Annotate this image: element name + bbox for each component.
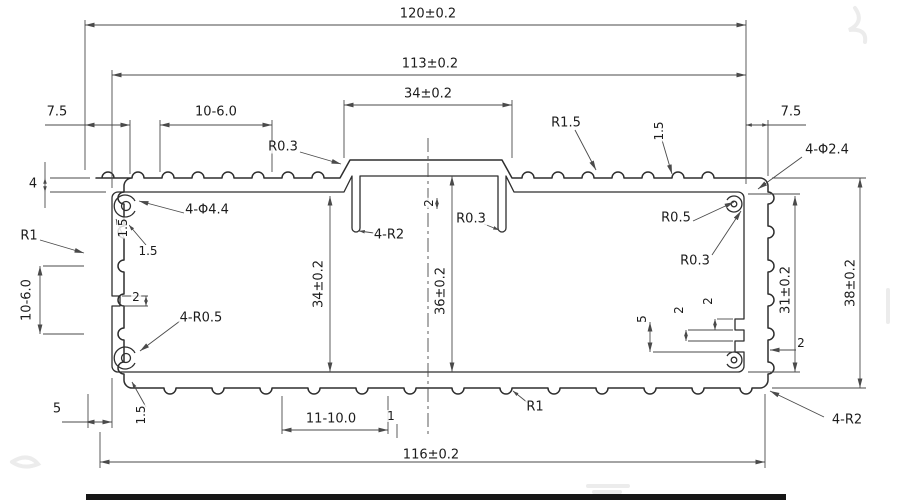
dim-2-right-b: 2: [701, 296, 715, 306]
leader-r1-5: [574, 129, 597, 171]
holes-4-dia-2-4: 4-Φ2.4: [804, 142, 850, 158]
dim-height-36: 36±0.2: [433, 265, 449, 317]
leader-1-5-top-right: [661, 139, 673, 175]
radius-r0-3-top: R0.3: [267, 139, 299, 155]
holes-4-dia-4-4: 4-Φ4.4: [184, 202, 230, 218]
dim-height-38: 38±0.2: [843, 257, 859, 309]
leader-4-r0-5: [139, 320, 181, 352]
inner-cavity-path: [111, 175, 745, 373]
dim-1-5-boss-a: 1.5: [116, 217, 130, 239]
leader-dia-4-4: [138, 200, 185, 214]
dim-rib-pitch-left: 10-6.0: [19, 278, 35, 322]
boss-top-right: [726, 195, 743, 213]
radius-4-r0-5: 4-R0.5: [178, 310, 224, 326]
radius-4-r2-fins: 4-R2: [372, 227, 406, 243]
radius-r0-3-right: R0.3: [679, 253, 711, 269]
screw-hole-top-left: [120, 200, 132, 212]
extension-lines: [43, 20, 866, 468]
leader-1-5-boss-b: [128, 224, 147, 246]
leader-lines: [39, 129, 825, 418]
leader-1-5-bottom: [131, 381, 147, 408]
dim-2-right-a: 2: [672, 305, 686, 315]
leader-r0-5-right: [692, 201, 735, 222]
screw-hole-bottom-left: [120, 352, 132, 364]
dim-overall-width-bottom: 116±0.2: [401, 447, 461, 463]
watermark: [10, 6, 890, 494]
scan-artifact: [86, 494, 786, 500]
radius-4-r2-corner: 4-R2: [830, 412, 864, 428]
dim-2-right-wall: 2: [796, 336, 806, 350]
leader-r0-3-top: [299, 151, 342, 165]
leader-r1-left: [39, 239, 85, 254]
leader-r0-3-right: [711, 210, 742, 256]
dim-2-left-tab: 2: [131, 290, 141, 304]
dim-width-113: 113±0.2: [400, 56, 460, 72]
dim-5-right: 5: [635, 314, 649, 324]
screw-hole-bottom-right: [730, 356, 738, 364]
dim-wall-4: 4: [27, 176, 39, 192]
dim-height-34: 34±0.2: [311, 258, 327, 310]
dim-1-5-bottom: 1.5: [134, 404, 148, 426]
radius-r0-3-center: R0.3: [455, 211, 487, 227]
radius-r0-5-right: R0.5: [660, 210, 692, 226]
dim-slot-pitch-bottom: 11-10.0: [304, 411, 358, 427]
dim-5-bottom-left: 5: [51, 401, 63, 417]
dim-7-5-left: 7.5: [45, 104, 69, 120]
leader-dia-2-4: [757, 156, 803, 190]
dim-2-center: 2: [422, 198, 436, 208]
dim-1-bottom: 1: [386, 409, 396, 423]
leader-4-r2-corner: [769, 390, 825, 418]
boss-top-left: [113, 194, 136, 218]
dim-1-5-boss-b: 1.5: [137, 244, 159, 258]
leader-4-r2-fins: [358, 229, 375, 234]
dim-1-5-top-right: 1.5: [652, 120, 666, 142]
inner-profile: [111, 175, 745, 373]
dim-overall-width: 120±0.2: [398, 6, 458, 22]
dim-7-5-right: 7.5: [779, 104, 803, 120]
radius-r1-bottom: R1: [525, 399, 545, 415]
dimension-lines: [37, 22, 863, 465]
outer-profile-path: [95, 159, 775, 395]
radius-r1-left: R1: [19, 228, 39, 244]
dim-top-slot-34: 34±0.2: [402, 86, 454, 102]
dim-rib-pitch-top: 10-6.0: [194, 104, 238, 120]
boss-bottom-left: [113, 346, 136, 370]
outer-profile: [95, 159, 775, 395]
boss-bottom-right: [726, 351, 743, 369]
radius-r1-5: R1.5: [550, 115, 582, 131]
dim-height-31: 31±0.2: [778, 264, 794, 316]
